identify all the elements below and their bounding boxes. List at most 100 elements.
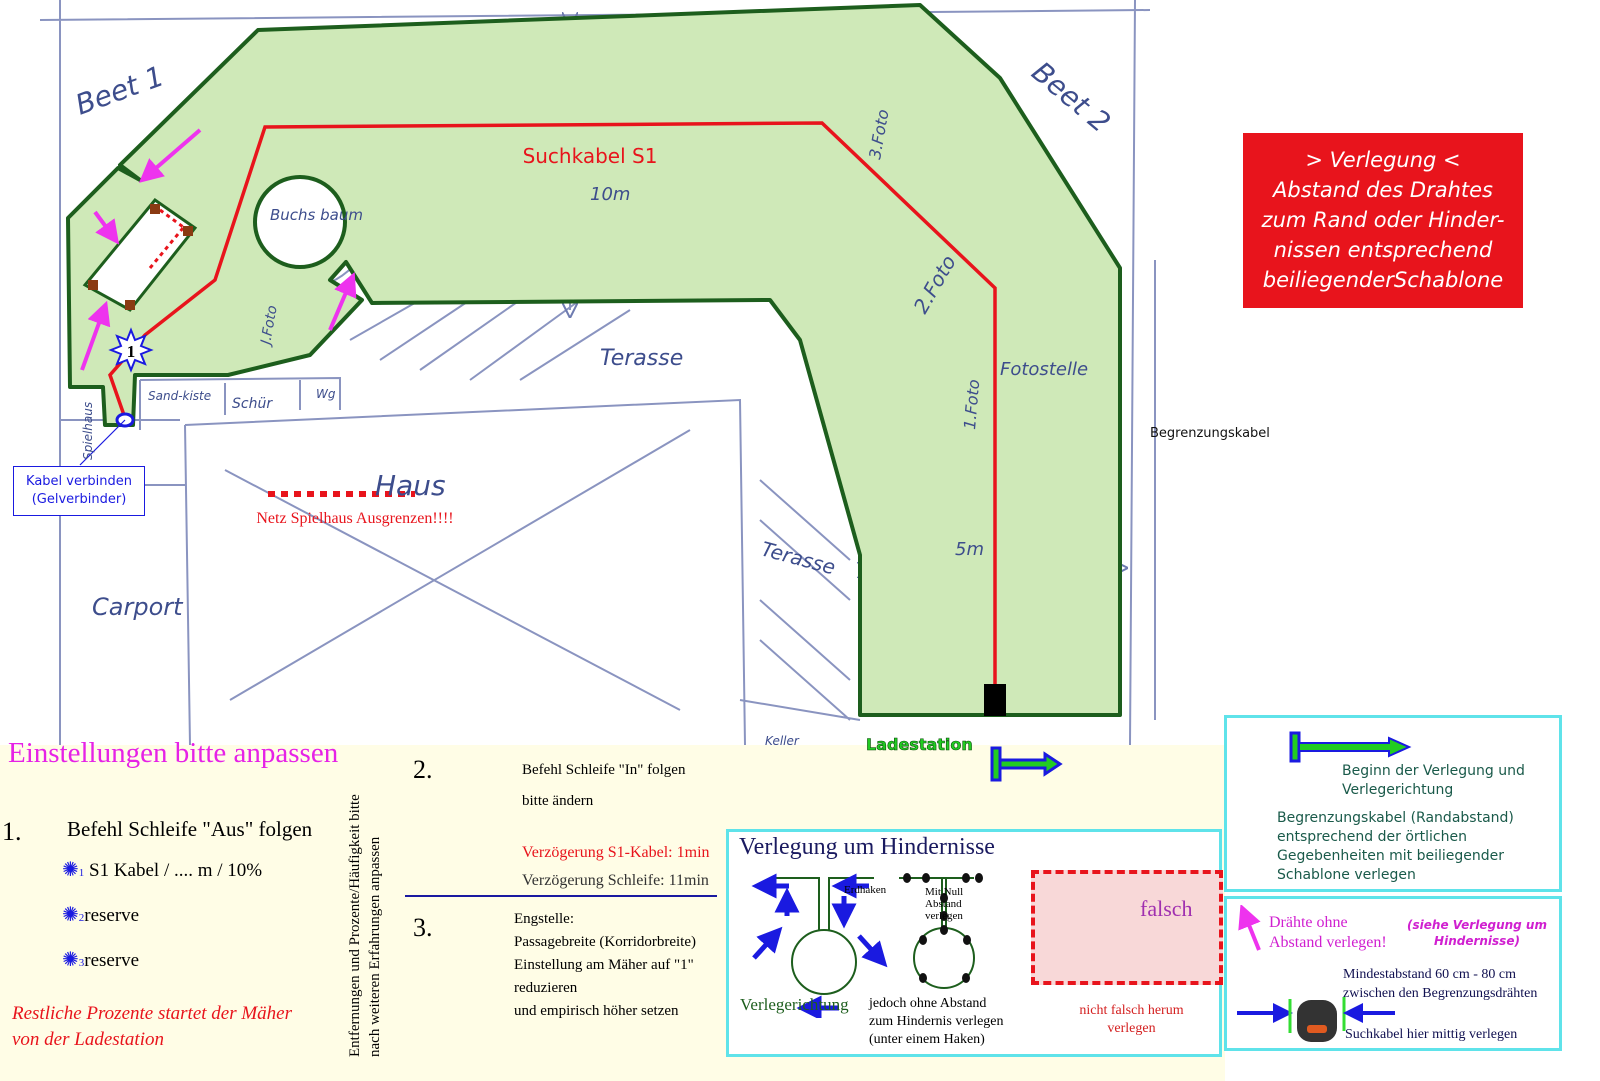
s1-items: ✺1 S1 Kabel / .... m / 10% ✺2reserve ✺3r… (62, 849, 262, 984)
draehte-line: Abstand verlegen! (1269, 934, 1387, 951)
delay-s1: Verzögerung S1-Kabel: 1min (522, 844, 710, 861)
cable-connect-line1: Kabel verbinden (26, 474, 132, 489)
label-distance-10m: 10m (590, 184, 630, 205)
notice-line: nissen entsprechend (1273, 238, 1493, 262)
label-suchkabel-mittig: Suchkabel hier mittig verlegen (1345, 1027, 1518, 1042)
label-schuppen: Schür (232, 396, 273, 412)
buchsbaum-circle (253, 175, 347, 269)
s1-item-text: reserve (84, 905, 140, 926)
label-carport: Carport (92, 593, 184, 621)
s2-line: bitte ändern (522, 793, 594, 809)
pink-arrows (80, 128, 357, 371)
legend-start-line: Verlegerichtung (1342, 782, 1454, 798)
legend-box: Beginn der Verlegung und Verlegerichtung… (1224, 715, 1562, 892)
nicht-line: nicht falsch herum (1079, 1003, 1184, 1018)
section-3-number: 3. (413, 913, 433, 942)
legend-boundary-line: Gegebenheiten mit beiliegender (1277, 848, 1505, 864)
label-suchkabel-s1: Suchkabel S1 (523, 144, 658, 168)
nicht-line: verlegen (1107, 1021, 1156, 1036)
label-fotostelle: Fotostelle (1000, 359, 1088, 380)
label-jedoch: jedoch ohne Abstand zum Hindernis verleg… (869, 995, 1004, 1049)
label-keller: Keller (765, 734, 800, 748)
mit-null-line: Abstand (925, 898, 962, 910)
charging-station (984, 684, 1006, 716)
label-mindestabstand: Mindestabstand 60 cm - 80 cm zwischen de… (1343, 965, 1537, 1003)
label-terasse-1: Terasse (600, 346, 683, 371)
label-siehe: (siehe Verlegung um Hindernisse) (1397, 917, 1557, 949)
label-wc: Wg (316, 387, 336, 401)
s3-line: reduzieren (514, 980, 578, 996)
s1-note-line: Restliche Prozente startet der Mäher (12, 1003, 293, 1024)
legend-boundary-line: Begrenzungskabel (Randabstand) (1277, 810, 1514, 826)
label-mit-null-abstand: Mit Null Abstand verlegen (925, 886, 963, 922)
jedoch-line: jedoch ohne Abstand (869, 996, 987, 1011)
cable-connect-line2: (Gelverbinder) (31, 492, 127, 507)
star-number: 2 (78, 912, 85, 924)
label-buchsbaum: Buchs baum (270, 206, 363, 224)
section-1-number: 1. (2, 817, 22, 846)
vertical-note-line: nach weiteren Erfahrungen anpassen (367, 836, 383, 1057)
start-arrow-icon (1289, 731, 1412, 763)
label-beet-1: Beet 1 (71, 59, 168, 121)
s1-item-text: S1 Kabel / .... m / 10% (89, 860, 263, 881)
vertical-note-line: Entfernungen und Prozente/Häufigkeit bit… (347, 794, 363, 1057)
star-number: 1 (78, 867, 85, 879)
label-erdhaken: Erdhaken (844, 884, 887, 896)
s2-line: Befehl Schleife "In" folgen (522, 762, 686, 778)
legend-boundary-line: Schablone verlegen (1277, 867, 1416, 883)
wrong-example-box: falsch (1031, 870, 1223, 985)
label-draehte: Drähte ohne Abstand verlegen! (1269, 913, 1387, 953)
draehte-line: Drähte ohne (1269, 914, 1348, 931)
s3-line: und empirisch höher setzen (514, 1003, 679, 1019)
mower-corridor-icon (1237, 997, 1395, 1042)
legend-start: Beginn der Verlegung und Verlegerichtung (1342, 762, 1525, 800)
notice-line: zum Rand oder Hinder- (1261, 208, 1505, 232)
s1-item: ✺2reserve (62, 904, 140, 926)
s3-line: Passagebreite (Korridorbreite) (514, 934, 697, 950)
s1-item: ✺3reserve (62, 949, 140, 971)
legend-boundary-line: entsprechend der örtlichen (1277, 829, 1467, 845)
delay-loop: Verzögerung Schleife: 11min (522, 872, 709, 889)
cable-connect-callout: Kabel verbinden (Gelverbinder) (13, 466, 145, 516)
min-line: zwischen den Begrenzungsdrähten (1343, 986, 1538, 1001)
section-2-text: Befehl Schleife "In" folgen bitte ändern (522, 755, 685, 817)
notice-line: > Verlegung < (1305, 148, 1461, 172)
min-line: Mindestabstand 60 cm - 80 cm (1343, 967, 1517, 982)
sandkiste-exclusion (82, 197, 198, 312)
label-netz-spielhaus: Netz Spielhaus Ausgrenzen!!!! (256, 510, 453, 527)
lawn-boundary-cable (66, 3, 1122, 717)
label-verlegerichtung: Verlegerichtung (740, 995, 849, 1014)
vertical-note: Entfernungen und Prozente/Häufigkeit bit… (345, 794, 385, 1057)
label-foto-j: J.Foto (258, 304, 281, 348)
section-2-delays: Verzögerung S1-Kabel: 1min Verzögerung S… (522, 839, 710, 895)
label-falsch: falsch (1140, 896, 1193, 921)
siehe-line: Hindernisse) (1434, 934, 1520, 948)
start-direction-arrow-icon (990, 746, 1063, 782)
jedoch-line: (unter einem Haken) (869, 1032, 985, 1047)
installation-notice: > Verlegung < Abstand des Drahtes zum Ra… (1243, 133, 1523, 308)
settings-title: Einstellungen bitte anpassen (8, 737, 339, 769)
label-spielhaus: Spielhaus (81, 402, 95, 460)
label-foto-1: 1.Foto (960, 378, 983, 430)
s3-line: Engstelle: (514, 911, 574, 927)
label-nicht-falsch: nicht falsch herum verlegen (1059, 1002, 1204, 1038)
obstacles-title: Verlegung um Hindernisse (739, 834, 995, 860)
notice-line: beiliegenderSchablone (1262, 268, 1504, 292)
s3-line: Einstellung am Mäher auf "1" (514, 957, 694, 973)
mit-null-line: Mit Null (925, 886, 964, 898)
jedoch-line: zum Hindernis verlegen (869, 1014, 1004, 1029)
label-begrenzungskabel: Begrenzungskabel (1150, 426, 1270, 441)
s1-note: Restliche Prozente startet der Mäher von… (12, 1001, 292, 1053)
label-beet-2: Beet 2 (1026, 55, 1117, 139)
label-sandkiste: Sand-kiste (148, 389, 211, 403)
siehe-line: (siehe Verlegung um (1407, 918, 1547, 932)
section-2-number: 2. (413, 755, 433, 784)
mower-icon (1297, 1000, 1337, 1042)
star-1-icon (108, 327, 154, 373)
section-1-heading: Befehl Schleife "Aus" folgen (67, 817, 313, 841)
s1-item: ✺1 S1 Kabel / .... m / 10% (62, 859, 263, 881)
star-number: 3 (78, 957, 85, 969)
legend-boundary: Begrenzungskabel (Randabstand) entsprech… (1277, 809, 1514, 885)
notice-line: Abstand des Drahtes (1273, 178, 1493, 202)
section-divider (405, 895, 717, 897)
